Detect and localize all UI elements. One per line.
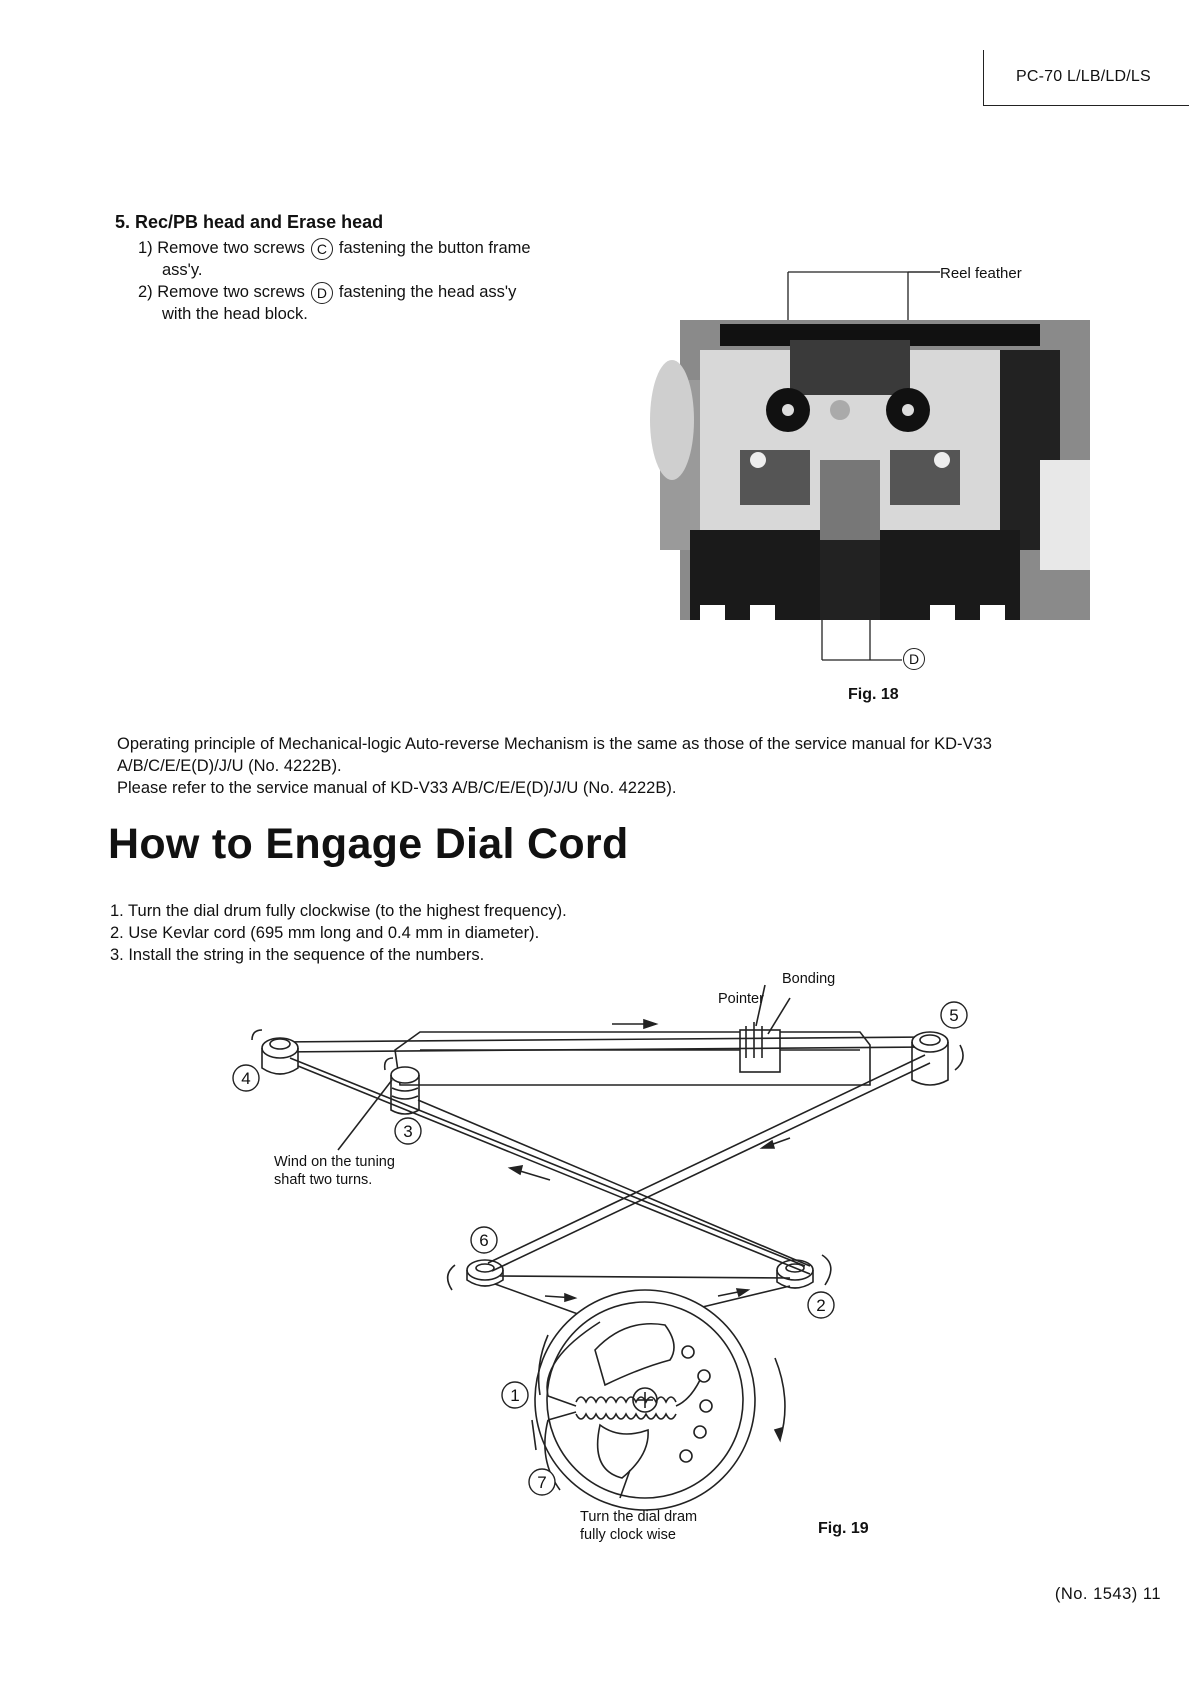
wind-label: Wind on the tuning shaft two turns. — [274, 1153, 395, 1189]
marker-3: 3 — [403, 1122, 412, 1141]
bonding-label: Bonding — [782, 971, 836, 987]
pointer-label: Pointer — [718, 991, 764, 1007]
wind-label-line: shaft two turns. — [274, 1172, 373, 1188]
step-1-text: 1) Remove two screws — [138, 239, 305, 257]
marker-2: 2 — [816, 1296, 825, 1315]
wind-label-line: Wind on the tuning — [274, 1154, 395, 1170]
dial-cord-heading: How to Engage Dial Cord — [108, 820, 629, 868]
paragraph-line-1: Operating principle of Mechanical-logic … — [117, 735, 992, 753]
turn-dial-line: Turn the dial dram — [580, 1509, 698, 1525]
page-footer: (No. 1543) 11 — [1054, 1585, 1161, 1603]
step-1-text-end: fastening the button frame — [338, 239, 531, 257]
marker-4: 4 — [241, 1069, 250, 1088]
model-number: PC-70 L/LB/LD/LS — [1016, 68, 1151, 85]
step-2-text-end: fastening the head ass'y — [338, 283, 517, 301]
screw-d-marker: D — [903, 648, 925, 670]
dial-steps: 1. Turn the dial drum fully clockwise (t… — [110, 900, 567, 966]
dial-step: 3. Install the string in the sequence of… — [110, 946, 485, 964]
paragraph-line-3: Please refer to the service manual of KD… — [117, 779, 677, 797]
marker-5: 5 — [949, 1006, 958, 1025]
marker-7: 7 — [537, 1473, 546, 1492]
fig18-caption: Fig. 18 — [848, 686, 899, 703]
paragraph-line-2: A/B/C/E/E(D)/J/U (No. 4222B). — [117, 757, 342, 775]
step-2-text: 2) Remove two screws — [138, 283, 305, 301]
screw-c-mark: C — [310, 237, 333, 260]
screw-d-mark: D — [310, 281, 333, 304]
fig19-caption: Fig. 19 — [818, 1520, 869, 1537]
reel-feather-label: Reel feather — [940, 265, 1022, 282]
section-title: 5. Rec/PB head and Erase head — [115, 212, 384, 232]
turn-dial-line: fully clock wise — [580, 1527, 676, 1543]
header-frame — [983, 50, 1189, 106]
turn-dial-label: Turn the dial dram fully clock wise — [580, 1508, 697, 1544]
dial-step: 2. Use Kevlar cord (695 mm long and 0.4 … — [110, 924, 540, 942]
marker-1: 1 — [510, 1386, 519, 1405]
fig18-photo — [650, 271, 1090, 661]
dial-step: 1. Turn the dial drum fully clockwise (t… — [110, 902, 567, 920]
step-1-continued: ass'y. — [162, 261, 203, 279]
step-2-continued: with the head block. — [162, 305, 308, 323]
sequence-markers — [232, 1001, 968, 1496]
marker-6: 6 — [479, 1231, 488, 1250]
operating-principle-paragraph: Operating principle of Mechanical-logic … — [117, 733, 1117, 799]
